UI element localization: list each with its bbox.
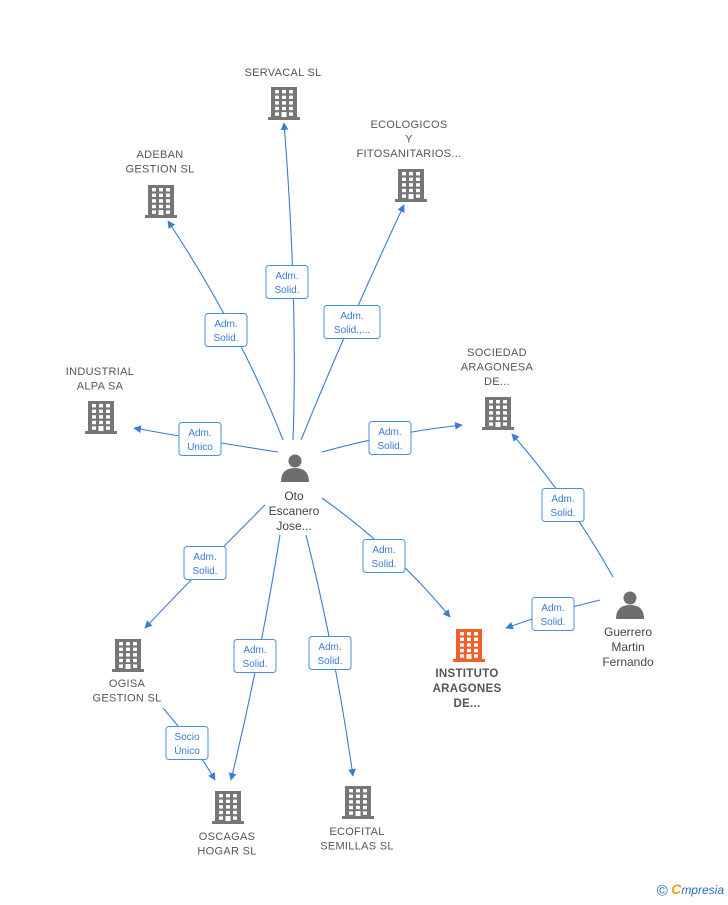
node-label-ecofital[interactable]: SEMILLAS SL [320, 841, 394, 853]
relation-label-oto-oscagas[interactable]: Adm. Solid. [233, 639, 277, 673]
relation-text: Adm. [193, 552, 216, 563]
building-icon-industrial[interactable] [85, 401, 117, 434]
node-label-ecologicos[interactable]: ECOLOGICOS [371, 119, 448, 131]
relation-text: Solid. [377, 441, 402, 452]
relation-box [531, 597, 575, 631]
building-icon-servacal[interactable] [268, 87, 300, 120]
node-label-ogisa[interactable]: OGISA [109, 678, 146, 690]
relation-label-guerrero-sociedad[interactable]: Adm. Solid. [541, 488, 585, 522]
brand-name: mpresia [681, 882, 724, 897]
building-icon-ecofital[interactable] [342, 786, 374, 819]
relation-box [265, 265, 309, 299]
relation-label-guerrero-instituto[interactable]: Adm. Solid. [531, 597, 575, 631]
relation-box [323, 305, 381, 339]
node-label-oto[interactable]: Jose... [276, 519, 311, 533]
relation-text: Adm. [318, 642, 341, 653]
brand-initial: C [671, 880, 682, 897]
relation-label-oto-instituto[interactable]: Adm. Solid. [362, 539, 406, 573]
node-label-ogisa[interactable]: GESTION SL [92, 693, 161, 705]
node-label-oscagas[interactable]: OSCAGAS [199, 831, 256, 843]
relation-labels-layer: Adm. Solid. Adm. Solid.,... Adm. Solid. Adm. Un… [165, 265, 585, 760]
relation-label-oto-adeban[interactable]: Adm. Solid. [204, 313, 248, 347]
relation-box [204, 313, 248, 347]
relation-text: Solid. [371, 559, 396, 570]
building-icon-instituto[interactable] [453, 629, 485, 662]
relation-text: Único [174, 744, 200, 757]
relation-box [233, 639, 277, 673]
relation-text: Solid. [213, 333, 238, 344]
node-label-instituto[interactable]: DE... [453, 698, 480, 710]
relation-label-oto-servacal[interactable]: Adm. Solid. [265, 265, 309, 299]
relation-label-oto-sociedad[interactable]: Adm. Solid. [368, 421, 412, 455]
node-label-guerrero[interactable]: Martin [611, 640, 644, 654]
footer-brand[interactable]: © Cmpresia [657, 881, 724, 899]
nodes-layer: SERVACAL SL ECOLOGICOS Y FITOSANITARIOS... A… [66, 67, 654, 858]
relation-text: Adm. [541, 603, 564, 614]
node-label-instituto[interactable]: INSTITUTO [435, 668, 498, 680]
relation-box [308, 636, 352, 670]
relation-text: Solid. [192, 566, 217, 577]
building-icon-oscagas[interactable] [212, 791, 244, 824]
relation-label-oto-industrial[interactable]: Adm. Unico [178, 422, 222, 456]
relation-text: Solid.,... [334, 325, 370, 336]
node-label-adeban[interactable]: ADEBAN [136, 149, 183, 161]
node-label-industrial[interactable]: ALPA SA [77, 381, 124, 393]
relation-text: Solid. [274, 285, 299, 296]
relation-text: Adm. [372, 545, 395, 556]
relation-box [362, 539, 406, 573]
relation-text: Adm. [188, 428, 211, 439]
node-label-oto[interactable]: Escanero [269, 504, 320, 518]
building-icon-adeban[interactable] [145, 185, 177, 218]
node-label-oscagas[interactable]: HOGAR SL [197, 846, 256, 858]
node-label-industrial[interactable]: INDUSTRIAL [66, 366, 134, 378]
person-icon-oto[interactable] [281, 454, 309, 483]
relation-text: Adm. [214, 319, 237, 330]
node-label-guerrero[interactable]: Fernando [602, 655, 654, 669]
node-label-sociedad[interactable]: DE... [484, 376, 510, 388]
node-label-guerrero[interactable]: Guerrero [604, 625, 652, 639]
relation-box [165, 726, 209, 760]
node-label-instituto[interactable]: ARAGONES [433, 683, 502, 695]
relation-box [541, 488, 585, 522]
node-label-adeban[interactable]: GESTION SL [125, 164, 194, 176]
building-icon-ecologicos[interactable] [395, 169, 427, 202]
node-label-ecofital[interactable]: ECOFITAL [329, 826, 384, 838]
copyright-icon: © [656, 882, 668, 899]
relation-text: Solid. [550, 508, 575, 519]
relation-text: Adm. [340, 311, 363, 322]
relation-text: Socio [174, 732, 199, 743]
relation-text: Unico [187, 442, 213, 453]
node-label-sociedad[interactable]: ARAGONESA [461, 362, 534, 374]
relation-label-oto-ecofital[interactable]: Adm. Solid. [308, 636, 352, 670]
relation-box [183, 546, 227, 580]
node-label-ecologicos[interactable]: FITOSANITARIOS... [357, 148, 462, 160]
relation-text: Solid. [242, 659, 267, 670]
node-label-oto[interactable]: Oto [284, 489, 304, 503]
node-label-sociedad[interactable]: SOCIEDAD [467, 347, 527, 359]
relation-label-oto-ogisa[interactable]: Adm. Solid. [183, 546, 227, 580]
person-icon-guerrero[interactable] [616, 591, 644, 620]
node-label-servacal[interactable]: SERVACAL SL [244, 67, 321, 79]
relation-box [178, 422, 222, 456]
relation-label-oto-ecologicos[interactable]: Adm. Solid.,... [323, 305, 381, 339]
node-label-ecologicos[interactable]: Y [405, 134, 413, 146]
relation-text: Solid. [317, 656, 342, 667]
relation-text: Adm. [551, 494, 574, 505]
relation-text: Adm. [243, 645, 266, 656]
relation-text: Solid. [540, 617, 565, 628]
relation-text: Adm. [378, 427, 401, 438]
relation-text: Adm. [275, 271, 298, 282]
building-icon-ogisa[interactable] [112, 639, 144, 672]
building-icon-sociedad[interactable] [482, 397, 514, 430]
relation-box [368, 421, 412, 455]
